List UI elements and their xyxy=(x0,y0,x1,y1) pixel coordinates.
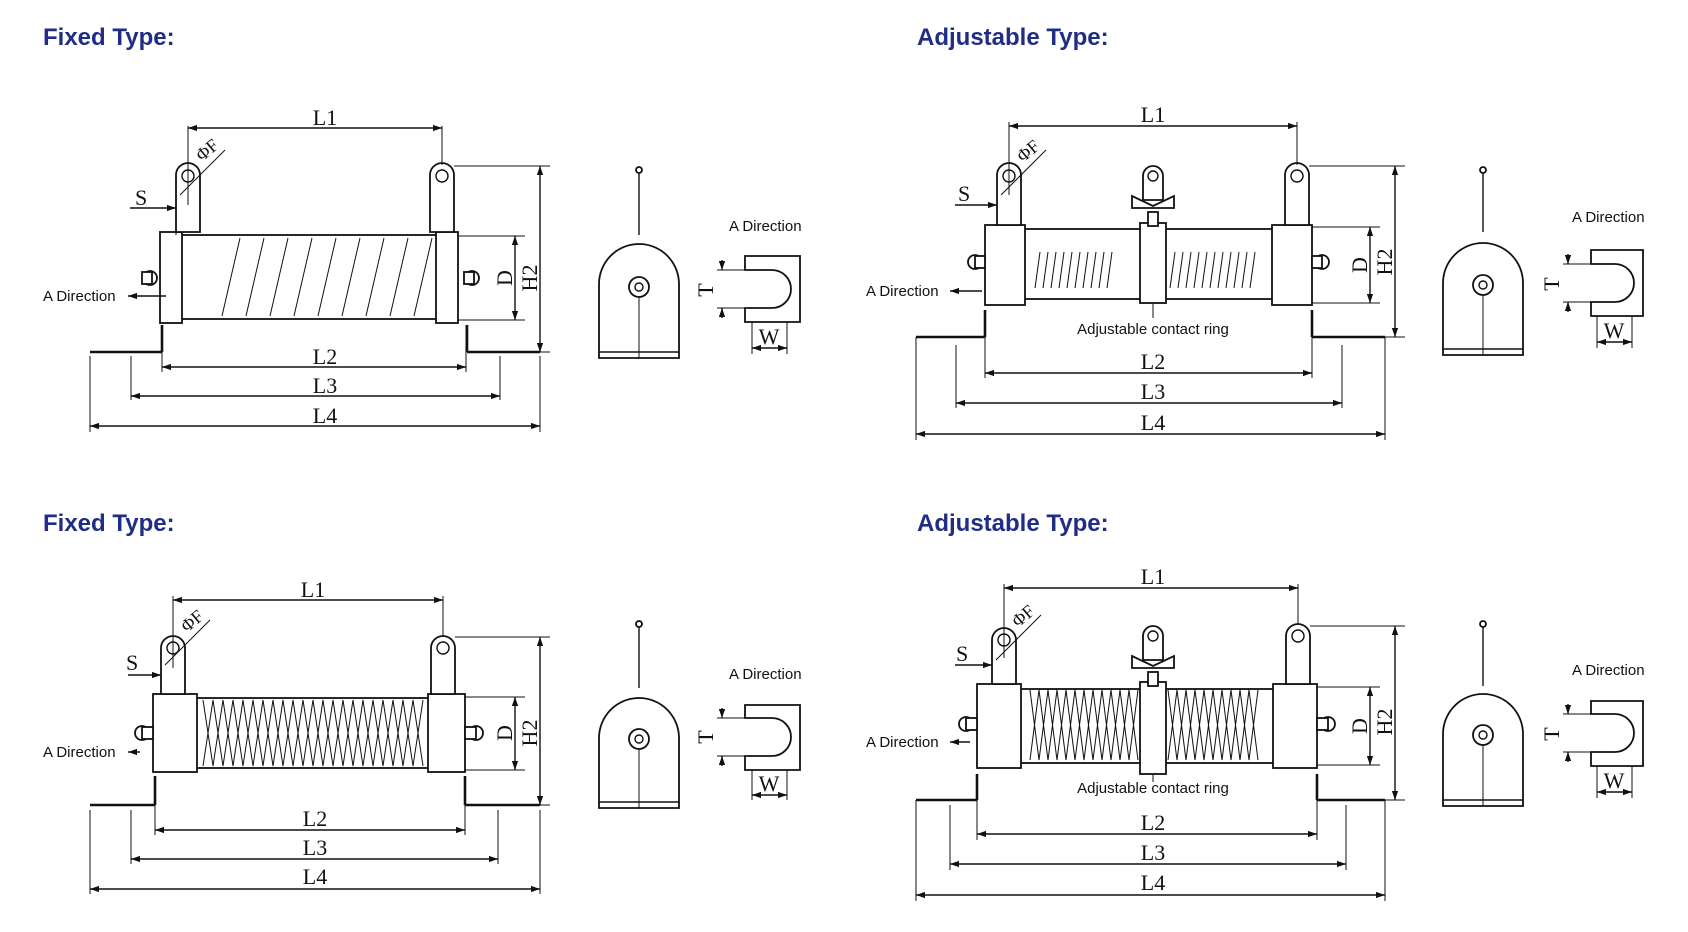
contact-ring xyxy=(1131,165,1175,318)
label-a-direction: A Direction xyxy=(866,283,939,300)
panel-title: Adjustable Type: xyxy=(917,24,1109,51)
label-a-direction: A Direction xyxy=(866,734,939,751)
label-l4: L4 xyxy=(303,864,327,889)
label-w: W xyxy=(1604,768,1625,793)
label-s: S xyxy=(126,650,138,675)
label-t: T xyxy=(693,283,718,297)
panel-adjustable-top: Adjustable Type: xyxy=(866,24,1645,440)
end-view xyxy=(1442,166,1524,356)
panel-title: Fixed Type: xyxy=(43,24,175,51)
end-view xyxy=(1442,620,1524,807)
label-d: D xyxy=(492,270,517,286)
label-a-direction-end: A Direction xyxy=(1572,662,1645,679)
panel-fixed-top: Fixed Type: xyxy=(43,24,802,432)
label-l2: L2 xyxy=(1141,810,1165,835)
label-a-direction-end: A Direction xyxy=(729,666,802,683)
label-t: T xyxy=(693,730,718,744)
label-t: T xyxy=(1539,727,1564,741)
label-l1: L1 xyxy=(1141,564,1165,589)
mounting-tab-right xyxy=(1284,162,1310,226)
label-a-direction: A Direction xyxy=(43,744,116,761)
contact-ring xyxy=(1131,625,1175,782)
label-s: S xyxy=(958,181,970,206)
label-l1: L1 xyxy=(313,105,337,130)
panel-adjustable-bottom: Adjustable Type: xyxy=(866,510,1645,901)
resistor-body xyxy=(916,162,1385,339)
label-l3: L3 xyxy=(1141,379,1165,404)
label-l4: L4 xyxy=(313,403,337,428)
label-l2: L2 xyxy=(303,806,327,831)
label-l1: L1 xyxy=(301,577,325,602)
label-phi-f: ΦF xyxy=(192,135,223,165)
dimension-lines xyxy=(915,584,1405,901)
mounting-tab-right xyxy=(1285,623,1311,685)
resistor-winding-diagonal xyxy=(221,237,433,317)
label-h2: H2 xyxy=(1372,249,1397,276)
label-l1: L1 xyxy=(1141,102,1165,127)
label-d: D xyxy=(1347,718,1372,734)
a-direction-view xyxy=(717,255,801,354)
label-contact-ring: Adjustable contact ring xyxy=(1077,780,1229,797)
end-view xyxy=(598,166,680,359)
label-l2: L2 xyxy=(1141,349,1165,374)
a-direction-view xyxy=(1563,249,1644,348)
panel-fixed-bottom: Fixed Type: xyxy=(43,510,802,894)
label-phi-f: ΦF xyxy=(1013,136,1044,166)
panel-title: Adjustable Type: xyxy=(917,510,1109,537)
a-direction-view xyxy=(717,704,801,800)
label-h2: H2 xyxy=(1372,709,1397,736)
dimension-lines xyxy=(915,122,1405,440)
end-view xyxy=(598,620,680,809)
mounting-tab-right xyxy=(430,635,456,695)
label-s: S xyxy=(135,185,147,210)
label-a-direction-end: A Direction xyxy=(1572,209,1645,226)
label-l3: L3 xyxy=(303,835,327,860)
label-t: T xyxy=(1539,277,1564,291)
mounting-tab-right xyxy=(429,162,455,233)
label-l3: L3 xyxy=(313,373,337,398)
resistor-winding-vertical xyxy=(1034,251,1256,289)
label-h2: H2 xyxy=(517,265,542,292)
resistor-body xyxy=(916,623,1385,802)
a-direction-view xyxy=(1563,700,1644,798)
label-d: D xyxy=(1347,257,1372,273)
label-h2: H2 xyxy=(517,720,542,747)
label-w: W xyxy=(1604,318,1625,343)
label-l4: L4 xyxy=(1141,410,1165,435)
label-a-direction: A Direction xyxy=(43,288,116,305)
label-w: W xyxy=(759,324,780,349)
label-contact-ring: Adjustable contact ring xyxy=(1077,321,1229,338)
resistor-winding-zigzag xyxy=(1029,689,1259,761)
resistor-body xyxy=(90,635,540,807)
panel-title: Fixed Type: xyxy=(43,510,175,537)
dimension-lines xyxy=(89,596,550,894)
label-s: S xyxy=(956,641,968,666)
label-d: D xyxy=(492,725,517,741)
resistor-winding-zigzag xyxy=(202,699,424,767)
label-l3: L3 xyxy=(1141,840,1165,865)
dimension-lines xyxy=(89,124,550,432)
label-a-direction-end: A Direction xyxy=(729,218,802,235)
resistor-body xyxy=(90,162,540,354)
label-l4: L4 xyxy=(1141,870,1165,895)
label-w: W xyxy=(759,771,780,796)
label-phi-f: ΦF xyxy=(1008,601,1039,631)
label-phi-f: ΦF xyxy=(177,606,208,636)
label-l2: L2 xyxy=(313,344,337,369)
